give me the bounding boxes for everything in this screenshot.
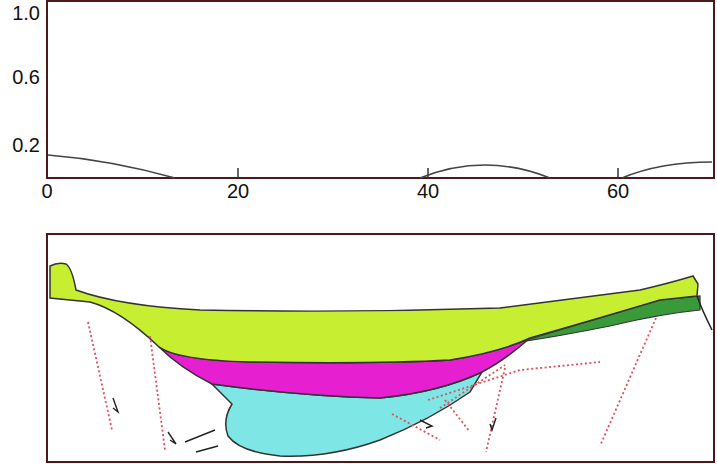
basement-lines — [185, 296, 712, 452]
profile-curve — [48, 155, 712, 178]
section-frame — [47, 234, 714, 462]
yellow-layer — [50, 263, 698, 362]
axis-label: 60 — [607, 181, 629, 201]
axis-ticks — [238, 168, 618, 178]
axis-label: 0.2 — [12, 135, 40, 155]
fault-lines — [88, 318, 656, 452]
slip-arrows — [113, 398, 496, 444]
axis-label: 1.0 — [12, 3, 40, 23]
chart-frame — [47, 1, 714, 178]
axis-label: 40 — [417, 181, 439, 201]
axis-label: 0 — [41, 181, 52, 201]
axis-label: 0.6 — [12, 67, 40, 87]
axis-label: 20 — [227, 181, 249, 201]
